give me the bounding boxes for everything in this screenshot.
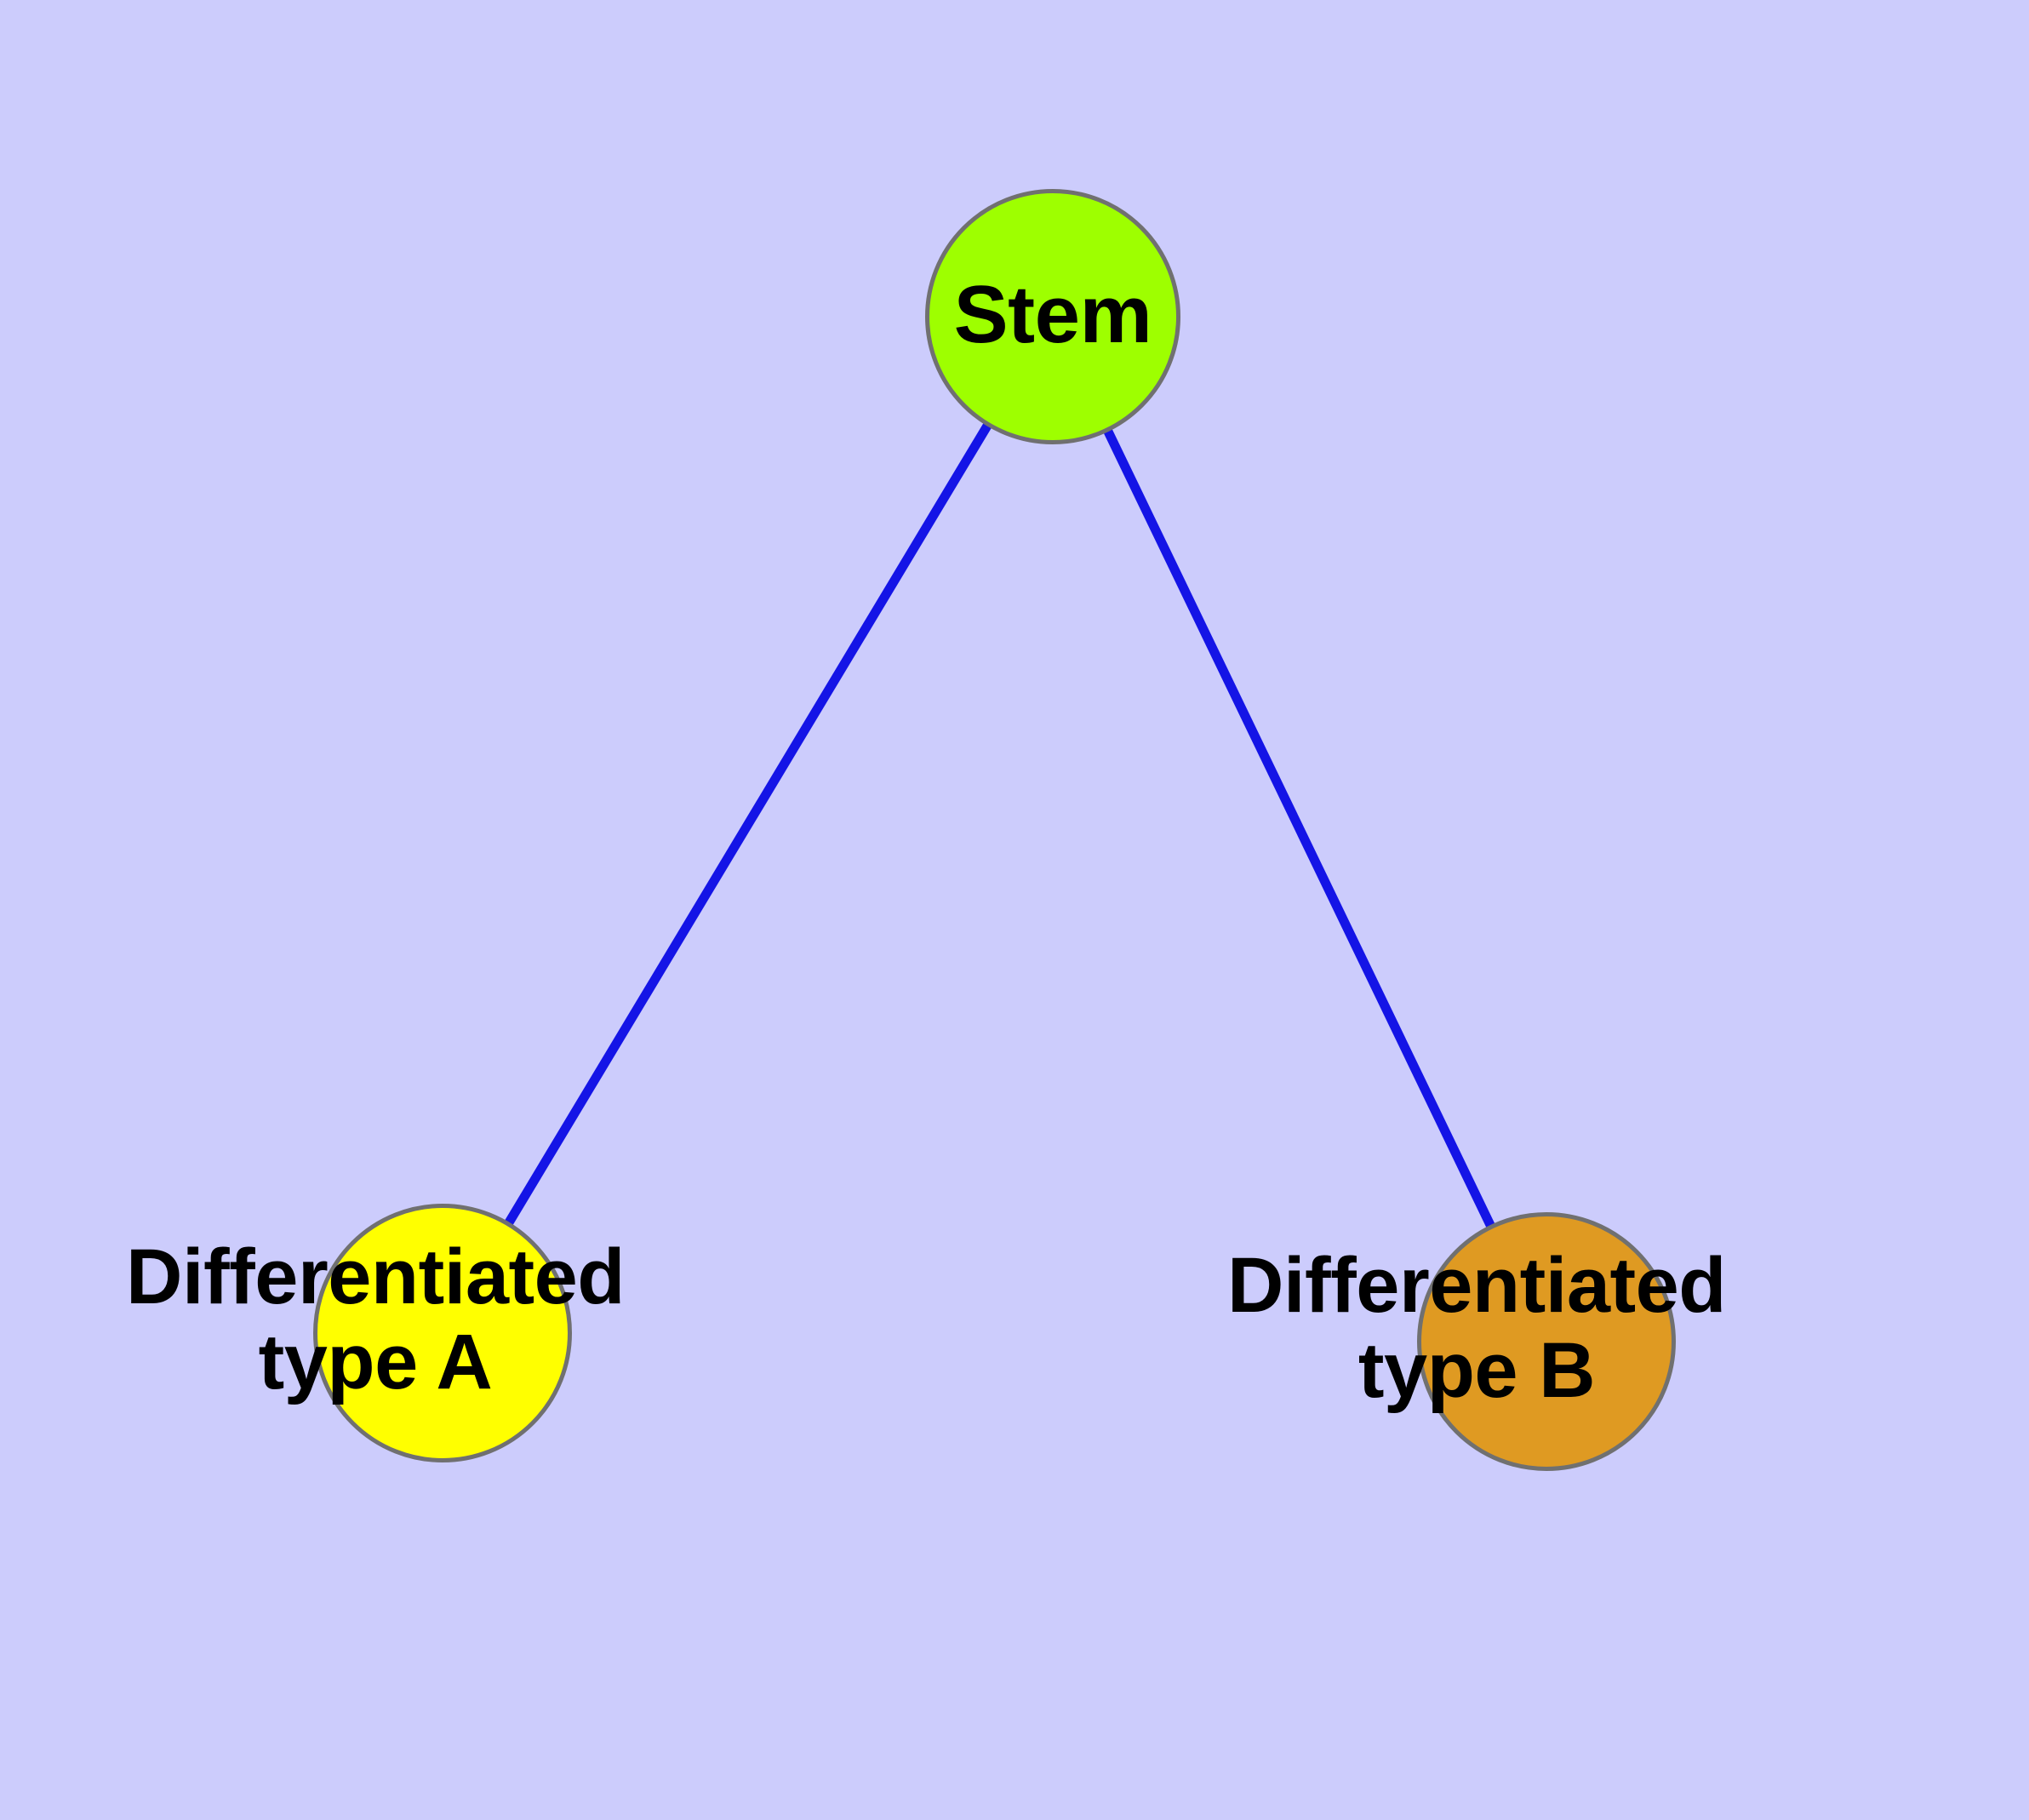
node-label-differentiated-type-a-line2: type A	[258, 1319, 493, 1405]
node-differentiated-type-a[interactable]	[313, 1204, 572, 1462]
node-stem[interactable]	[925, 189, 1180, 444]
edge-stem-to-differentiated-type-b	[1049, 314, 1551, 1344]
node-label-differentiated-type-b-line1: Differentiated	[1227, 1242, 1726, 1329]
node-differentiated-type-b[interactable]	[1417, 1212, 1676, 1471]
node-label-differentiated-type-a-line1: Differentiated	[126, 1233, 625, 1320]
node-label-stem: Stem	[953, 269, 1152, 360]
edge-stem-to-differentiated-type-a	[438, 314, 1057, 1336]
node-label-differentiated-type-b-line2: type B	[1357, 1327, 1596, 1414]
